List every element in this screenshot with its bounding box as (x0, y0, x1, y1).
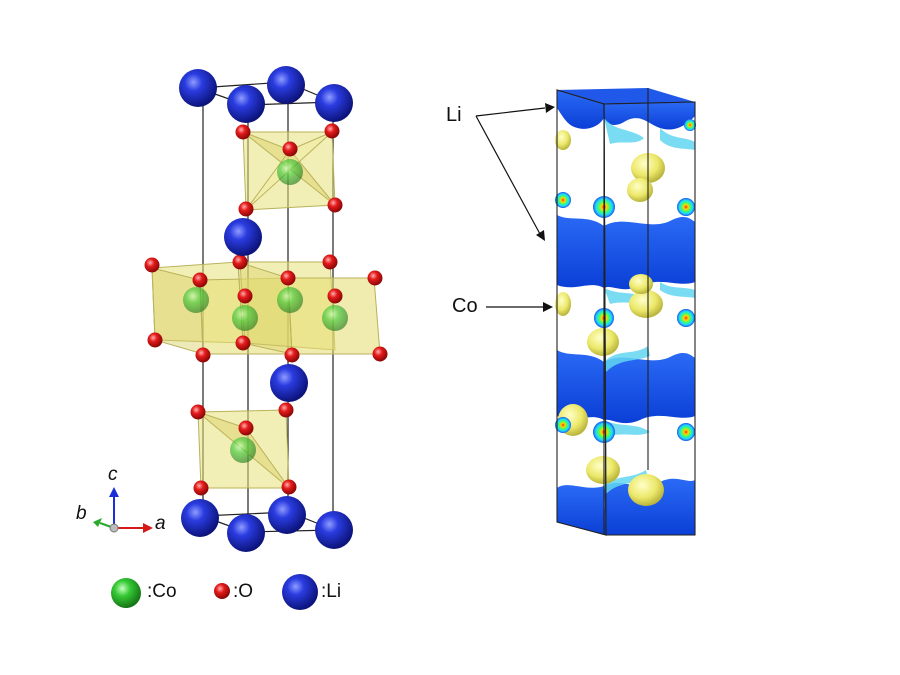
co-atom (322, 305, 348, 331)
o-atom (367, 270, 383, 286)
annotation-li: Li (446, 104, 462, 126)
o-atom (190, 404, 206, 420)
co-atom (232, 305, 258, 331)
o-atom (281, 479, 297, 495)
o-atom (327, 197, 343, 213)
axis-c-label: c (108, 464, 118, 485)
o-atom (322, 254, 338, 270)
density-cyan-regions (604, 118, 695, 494)
o-atom (235, 124, 251, 140)
axis-a-label: a (155, 513, 166, 534)
density-slabs (557, 90, 695, 535)
co-atom (230, 437, 256, 463)
li-atom (270, 364, 308, 402)
co-atom (277, 287, 303, 313)
o-atom (284, 347, 300, 363)
axis-b-label: b (76, 503, 87, 524)
o-atom (144, 257, 160, 273)
octahedra (151, 131, 381, 489)
o-atom (147, 332, 163, 348)
o-atom (278, 402, 294, 418)
legend-co-swatch (111, 578, 141, 608)
o-atom (237, 288, 253, 304)
axis-triad (93, 487, 153, 533)
legend-li-label: :Li (321, 581, 342, 602)
co-atom (277, 159, 303, 185)
o-atoms (144, 123, 388, 496)
co-atoms (183, 159, 348, 463)
annotation-arrows (475, 103, 555, 312)
o-atom (280, 270, 296, 286)
annotation-co: Co (452, 295, 478, 317)
li-atom (227, 514, 265, 552)
li-atom (315, 511, 353, 549)
legend-co-label: :Co (147, 581, 177, 602)
co-atom (183, 287, 209, 313)
li-atom (224, 218, 262, 256)
li-atoms (179, 66, 353, 552)
legend-symbols (111, 574, 318, 610)
li-atom (181, 499, 219, 537)
li-atom (179, 69, 217, 107)
o-atom (327, 288, 343, 304)
o-atom (195, 347, 211, 363)
li-atom (227, 85, 265, 123)
o-atom (192, 272, 208, 288)
crystal-structure (93, 66, 388, 610)
legend-o-swatch (214, 583, 230, 599)
li-atom (268, 496, 306, 534)
o-atom (235, 335, 251, 351)
o-atom (232, 254, 248, 270)
o-atom (238, 420, 254, 436)
o-atom (282, 141, 298, 157)
legend-o-label: :O (233, 581, 254, 602)
li-atom (267, 66, 305, 104)
o-atom (324, 123, 340, 139)
legend-li-swatch (282, 574, 318, 610)
o-atom (372, 346, 388, 362)
li-atom (315, 84, 353, 122)
o-atom (193, 480, 209, 496)
charge-density-plot (475, 88, 696, 536)
o-atom (238, 201, 254, 217)
